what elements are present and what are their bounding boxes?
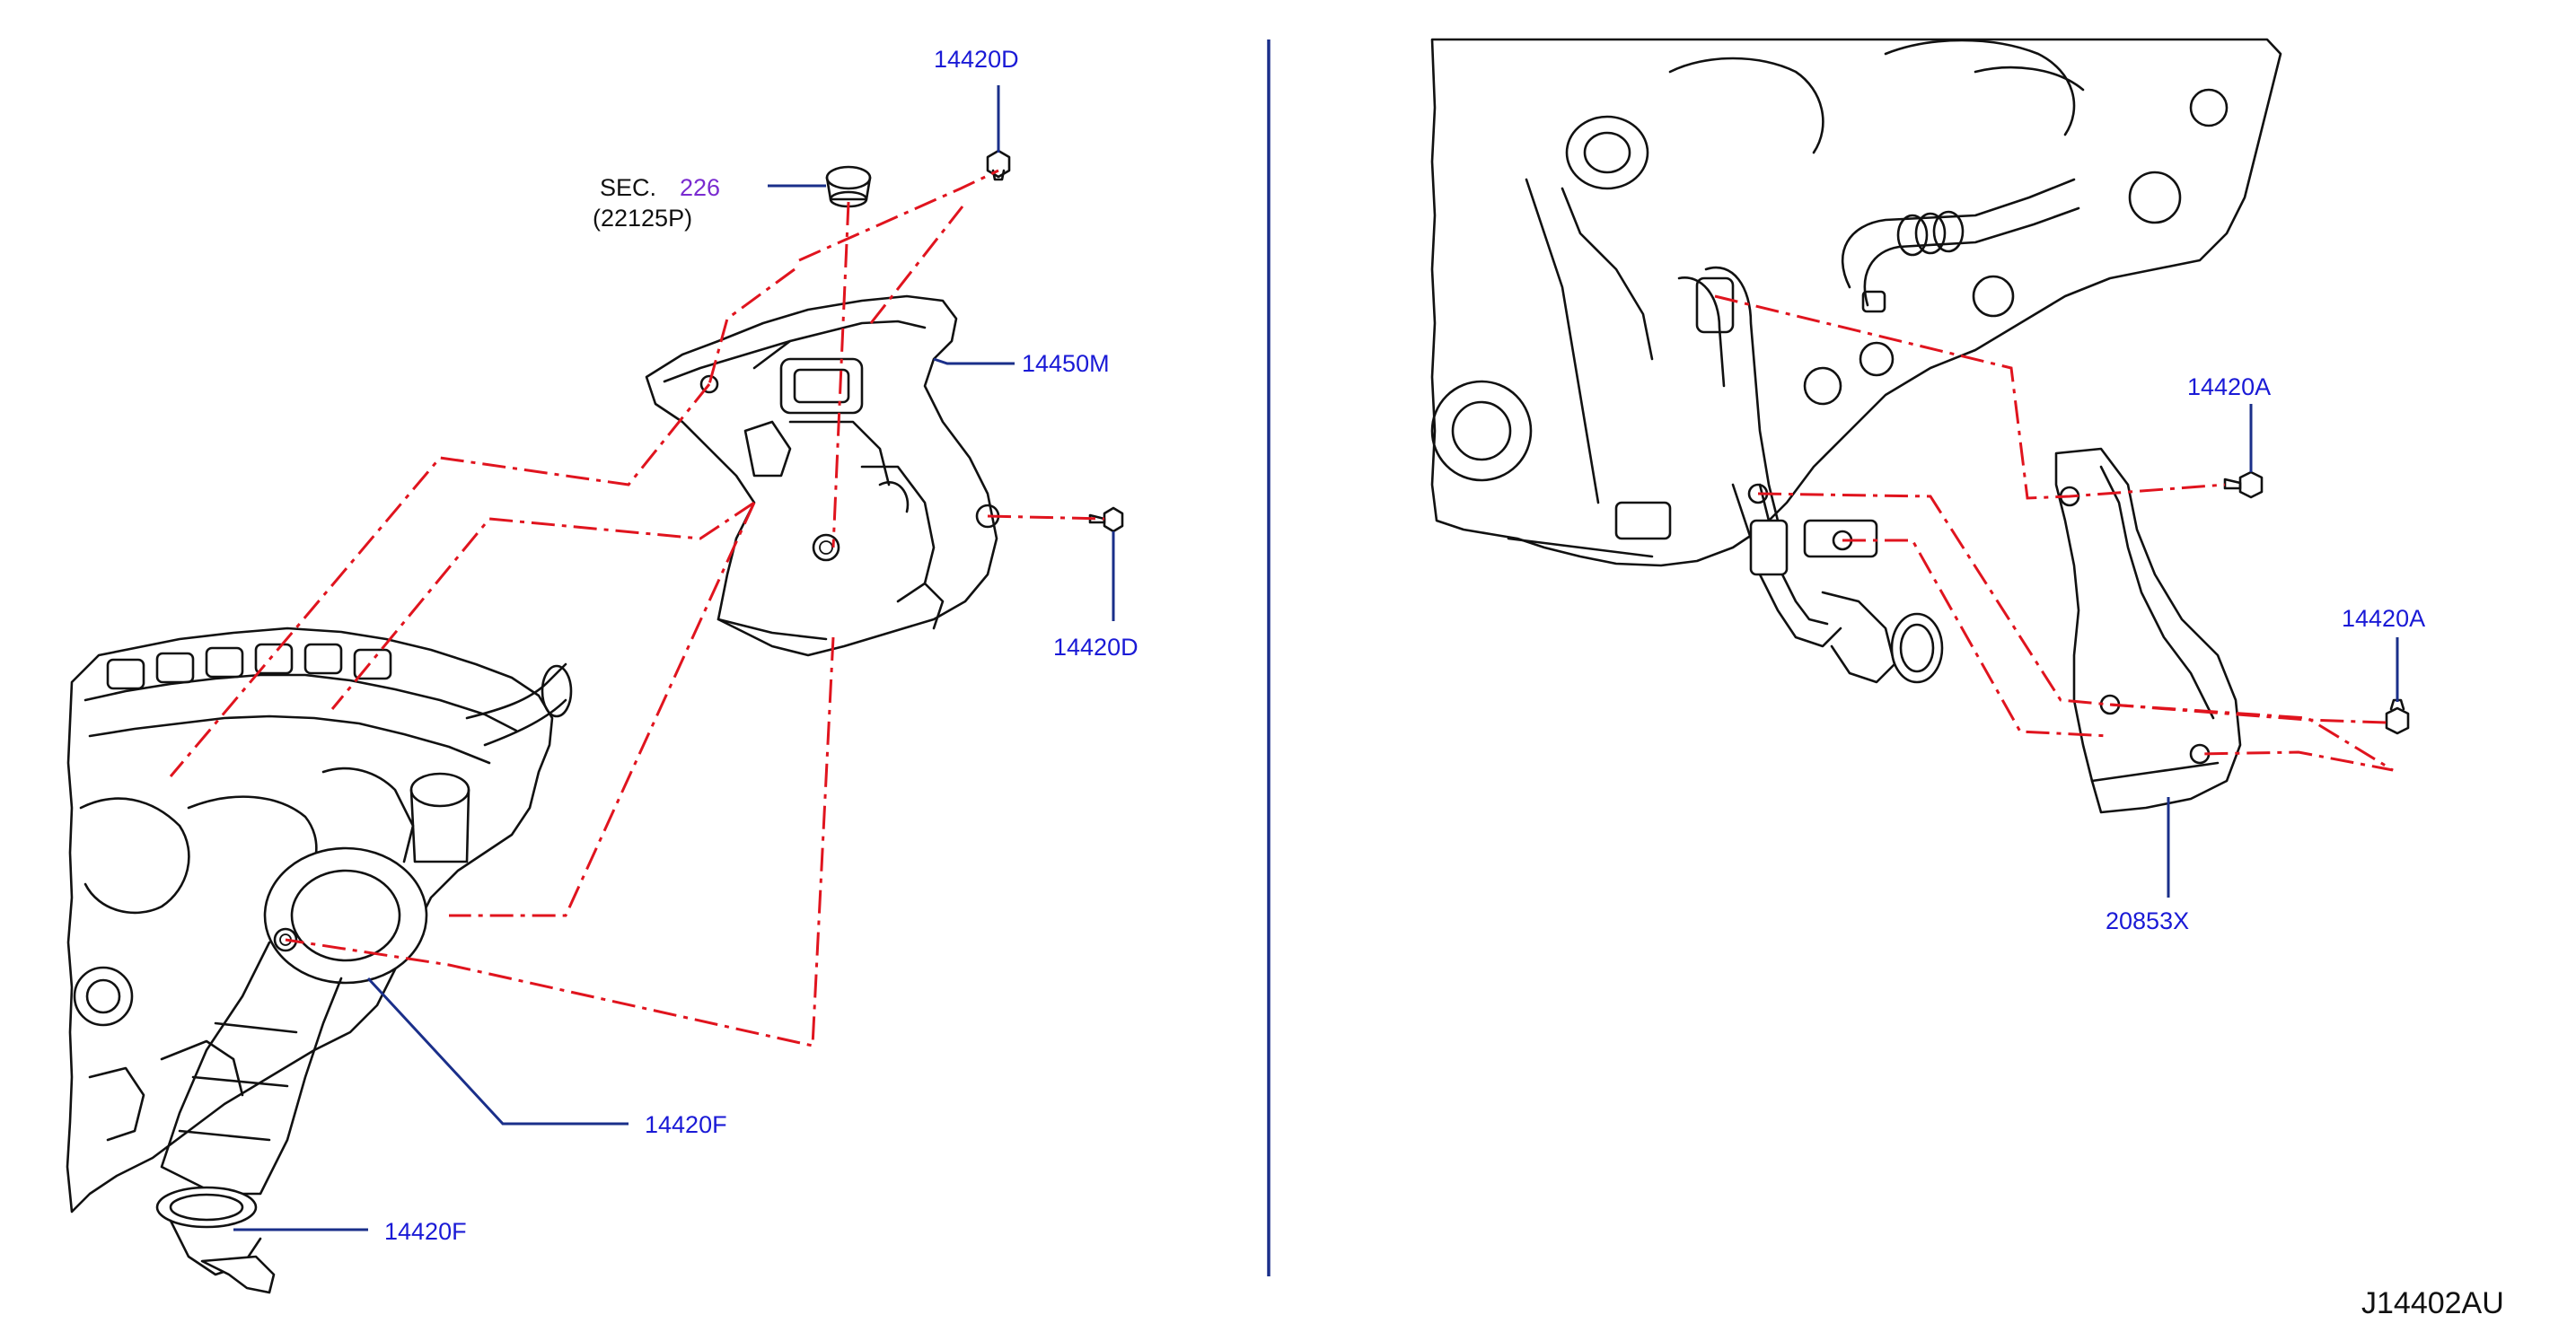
label-14420D-top: 14420D [934,46,1019,73]
label-14420D-mid: 14420D [1053,634,1139,661]
label-14420A-a: 14420A [2187,373,2271,400]
label-14420A-b: 14420A [2342,605,2425,632]
engine-block-right [1430,38,2282,567]
label-sec-part: (22125P) [593,205,692,232]
oxygen-sensor-harness [1731,483,1944,684]
bolt-14420A-b [2385,698,2410,735]
leader-lines-right [2167,404,2399,898]
sec-226-plug [825,165,872,208]
diagram-reference-code: J14402AU [2361,1286,2504,1320]
assembly-lines-right [1714,294,2394,772]
label-sec-number: 226 [680,174,720,201]
bolt-14420D-mid [1088,506,1124,533]
right-panel: 14420A 14420A 20853X [1430,38,2425,934]
heat-insulator-14450M [645,294,1000,657]
turbo-catalyst [155,772,470,1294]
assembly-lines-left [169,169,1105,1047]
label-14420F-b: 14420F [384,1218,467,1245]
bolt-14420A-a [2223,470,2264,499]
left-panel: 14420D SEC. 226 (22125P) 14450M 14420D 1… [66,46,1139,1294]
label-20853X: 20853X [2106,907,2189,934]
label-sec-prefix: SEC. [600,174,656,201]
heat-shield-20853X [2054,447,2242,814]
bolt-14420D-top [986,149,1011,181]
label-14450M: 14450M [1022,350,1110,377]
label-14420F-a: 14420F [645,1111,727,1138]
leader-lines-left [233,85,1115,1231]
